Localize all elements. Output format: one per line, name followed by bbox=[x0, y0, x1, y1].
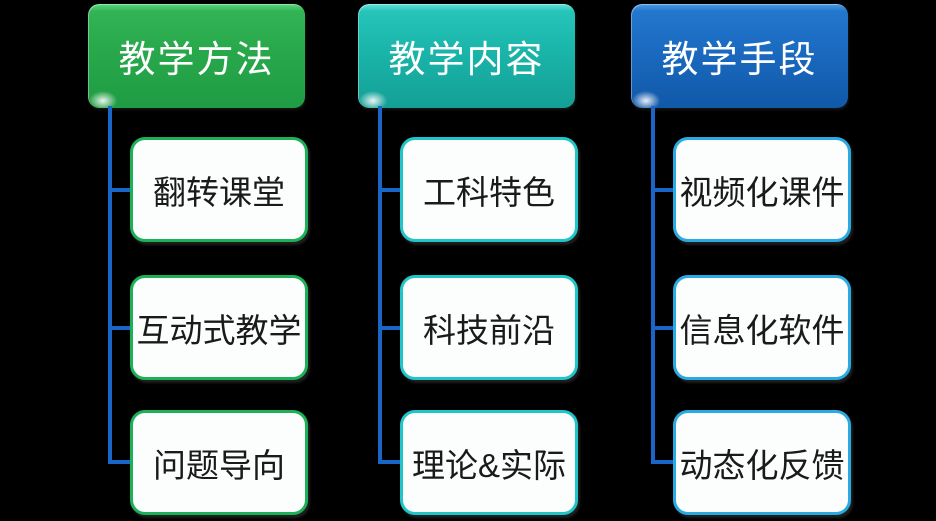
item-label: 视频化课件 bbox=[679, 173, 845, 211]
item-box-flipped-classroom[interactable]: 翻转课堂 bbox=[130, 137, 308, 242]
item-box-engineering-features[interactable]: 工科特色 bbox=[400, 137, 578, 242]
item-label: 科技前沿 bbox=[423, 311, 555, 349]
item-label: 信息化软件 bbox=[679, 311, 845, 349]
item-label: 翻转课堂 bbox=[153, 173, 285, 211]
item-box-dynamic-feedback[interactable]: 动态化反馈 bbox=[673, 410, 851, 515]
item-label: 互动式教学 bbox=[136, 311, 302, 349]
item-box-theory-and-practice[interactable]: 理论&实际 bbox=[400, 410, 578, 515]
item-box-interactive-teaching[interactable]: 互动式教学 bbox=[130, 275, 308, 380]
header-box-teaching-means[interactable]: 教学手段 bbox=[631, 4, 848, 108]
item-box-problem-oriented[interactable]: 问题导向 bbox=[130, 410, 308, 515]
item-box-tech-frontier[interactable]: 科技前沿 bbox=[400, 275, 578, 380]
item-label: 问题导向 bbox=[153, 446, 285, 484]
connector-branch bbox=[378, 460, 404, 464]
header-label: 教学方法 bbox=[118, 39, 275, 80]
connector-branch bbox=[108, 460, 134, 464]
header-box-teaching-methods[interactable]: 教学方法 bbox=[88, 4, 305, 108]
connector-vertical bbox=[378, 106, 382, 464]
item-box-informatization-software[interactable]: 信息化软件 bbox=[673, 275, 851, 380]
connector-branch bbox=[651, 326, 677, 330]
connector-branch bbox=[378, 188, 404, 192]
header-box-teaching-content[interactable]: 教学内容 bbox=[358, 4, 575, 108]
item-label: 工科特色 bbox=[423, 173, 555, 211]
header-label: 教学手段 bbox=[661, 39, 818, 80]
connector-branch bbox=[651, 188, 677, 192]
column-teaching-content: 教学内容 工科特色 科技前沿 理论&实际 bbox=[358, 4, 580, 516]
column-teaching-means: 教学手段 视频化课件 信息化软件 动态化反馈 bbox=[631, 4, 853, 516]
connector-branch bbox=[378, 326, 404, 330]
item-label: 理论&实际 bbox=[411, 446, 566, 484]
connector-vertical bbox=[108, 106, 112, 464]
column-teaching-methods: 教学方法 翻转课堂 互动式教学 问题导向 bbox=[88, 4, 310, 516]
connector-branch bbox=[651, 460, 677, 464]
connector-branch bbox=[108, 188, 134, 192]
item-box-video-courseware[interactable]: 视频化课件 bbox=[673, 137, 851, 242]
connector-vertical bbox=[651, 106, 655, 464]
connector-branch bbox=[108, 326, 134, 330]
item-label: 动态化反馈 bbox=[679, 446, 845, 484]
header-label: 教学内容 bbox=[388, 39, 545, 80]
